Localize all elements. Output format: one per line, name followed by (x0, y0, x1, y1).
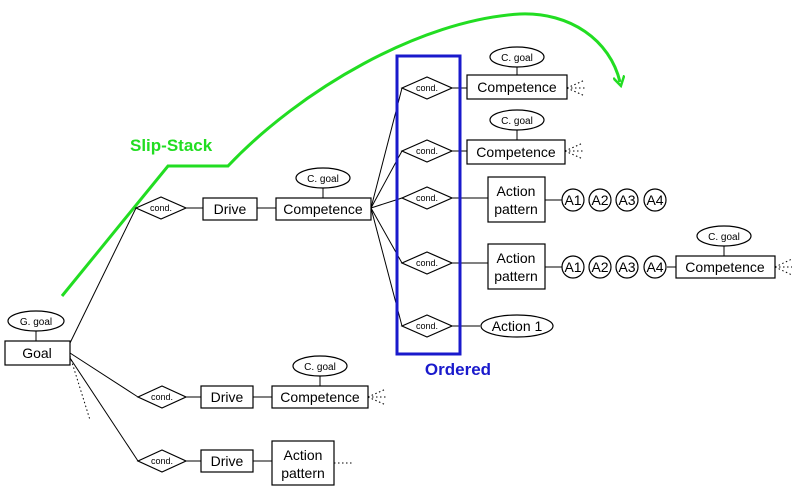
svg-text:Action: Action (497, 183, 536, 199)
slip-stack-label: Slip-Stack (130, 136, 213, 155)
svg-text:cond.: cond. (416, 258, 438, 268)
fanout-dots-3 (774, 258, 793, 276)
svg-text:A1: A1 (564, 192, 581, 208)
svg-text:cond.: cond. (150, 203, 172, 213)
fanout-dots-4 (367, 388, 387, 406)
ordered-box (395, 54, 462, 356)
svg-text:cond.: cond. (416, 321, 438, 331)
svg-text:cond.: cond. (416, 146, 438, 156)
cond-node: cond. (136, 449, 188, 473)
svg-text:Drive: Drive (214, 201, 247, 217)
svg-text:A3: A3 (618, 259, 635, 275)
action-pattern-node: Action pattern (487, 176, 546, 223)
svg-text:Competence: Competence (685, 259, 765, 275)
action-chain: A1 A2 A3 A4 (561, 188, 667, 212)
svg-text:Drive: Drive (211, 389, 244, 405)
svg-text:Action: Action (497, 250, 536, 266)
cond-node: cond. (400, 186, 454, 210)
svg-text:Action: Action (284, 447, 323, 463)
svg-text:cond.: cond. (416, 193, 438, 203)
c-goal-label: C. goal (501, 53, 533, 64)
svg-text:A2: A2 (591, 259, 608, 275)
competence-node: C. goal Competence (271, 355, 369, 409)
c-goal-label: C. goal (307, 174, 339, 185)
cond-node: cond. (400, 139, 454, 163)
fanout-dots-1 (566, 79, 586, 97)
action-chain: A1 A2 A3 A4 (561, 255, 667, 279)
svg-text:cond.: cond. (151, 392, 173, 402)
slip-stack-arrow (60, 12, 620, 297)
svg-text:cond.: cond. (151, 456, 173, 466)
svg-text:A4: A4 (646, 192, 663, 208)
svg-text:Competence: Competence (283, 201, 363, 217)
svg-text:Action 1: Action 1 (492, 318, 543, 334)
competence-node: C. goal Competence (466, 109, 566, 165)
svg-text:pattern: pattern (281, 465, 325, 481)
competence-node: C. goal Competence (675, 225, 776, 279)
svg-text:pattern: pattern (494, 201, 538, 217)
svg-text:A3: A3 (618, 192, 635, 208)
fanout-dots-2 (564, 142, 584, 160)
competence-node: C. goal Competence (466, 46, 568, 100)
svg-text:A4: A4 (646, 259, 663, 275)
goal-node: G. goal Goal (4, 310, 71, 366)
c-goal-label: C. goal (501, 116, 533, 127)
cond-node: cond. (400, 314, 454, 338)
svg-text:A1: A1 (564, 259, 581, 275)
c-goal-label: C. goal (708, 232, 740, 243)
g-goal-label: G. goal (20, 317, 52, 328)
drive-node: Drive (200, 449, 254, 473)
svg-text:Competence: Competence (476, 144, 556, 160)
svg-text:A2: A2 (591, 192, 608, 208)
cond-node: cond. (136, 385, 188, 409)
action-1-node: Action 1 (480, 314, 554, 338)
svg-text:cond.: cond. (416, 83, 438, 93)
action-pattern-node: Action pattern (487, 243, 546, 290)
competence-node: C. goal Competence (275, 167, 372, 221)
drive-node: Drive (200, 385, 254, 409)
svg-text:Drive: Drive (211, 453, 244, 469)
svg-text:Competence: Competence (477, 79, 557, 95)
ordered-label: Ordered (425, 360, 491, 379)
svg-text:Competence: Competence (280, 389, 360, 405)
action-pattern-node: Action pattern (271, 440, 335, 486)
cond-node: cond. (400, 76, 454, 100)
svg-text:pattern: pattern (494, 268, 538, 284)
drive-node: Drive (202, 197, 258, 221)
c-goal-label: C. goal (304, 362, 336, 373)
cond-node: cond. (134, 196, 188, 220)
goal-label: Goal (22, 345, 52, 361)
cond-node: cond. (400, 251, 454, 275)
